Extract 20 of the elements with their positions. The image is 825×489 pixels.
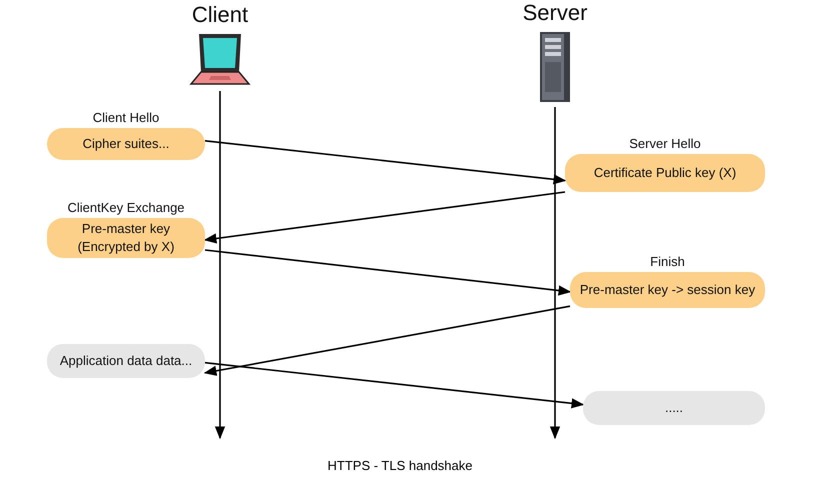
message-pill: ..... bbox=[583, 391, 765, 425]
lifeline-arrow bbox=[550, 107, 560, 440]
message-pill: Pre-master key (Encrypted by X) bbox=[47, 218, 205, 258]
message-label: Finish bbox=[649, 253, 686, 271]
lifeline-arrow bbox=[214, 91, 226, 440]
message-arrow bbox=[204, 191, 566, 244]
message-arrow bbox=[204, 249, 572, 296]
message-arrow bbox=[204, 362, 584, 408]
message-label: Client Hello bbox=[92, 109, 160, 127]
caption: HTTPS - TLS handshake bbox=[328, 458, 472, 473]
message-pill: Pre-master key -> session key bbox=[570, 272, 765, 308]
message-pill: Application data data... bbox=[47, 344, 205, 378]
message-arrow bbox=[204, 305, 570, 376]
message-label: Server Hello bbox=[628, 135, 702, 153]
actor-label: Client bbox=[190, 2, 250, 28]
actor-label: Server bbox=[522, 0, 588, 26]
message-arrow bbox=[204, 140, 566, 184]
message-pill: Cipher suites... bbox=[47, 128, 205, 160]
message-label: ClientKey Exchange bbox=[66, 199, 186, 217]
message-pill: Certificate Public key (X) bbox=[565, 154, 765, 192]
